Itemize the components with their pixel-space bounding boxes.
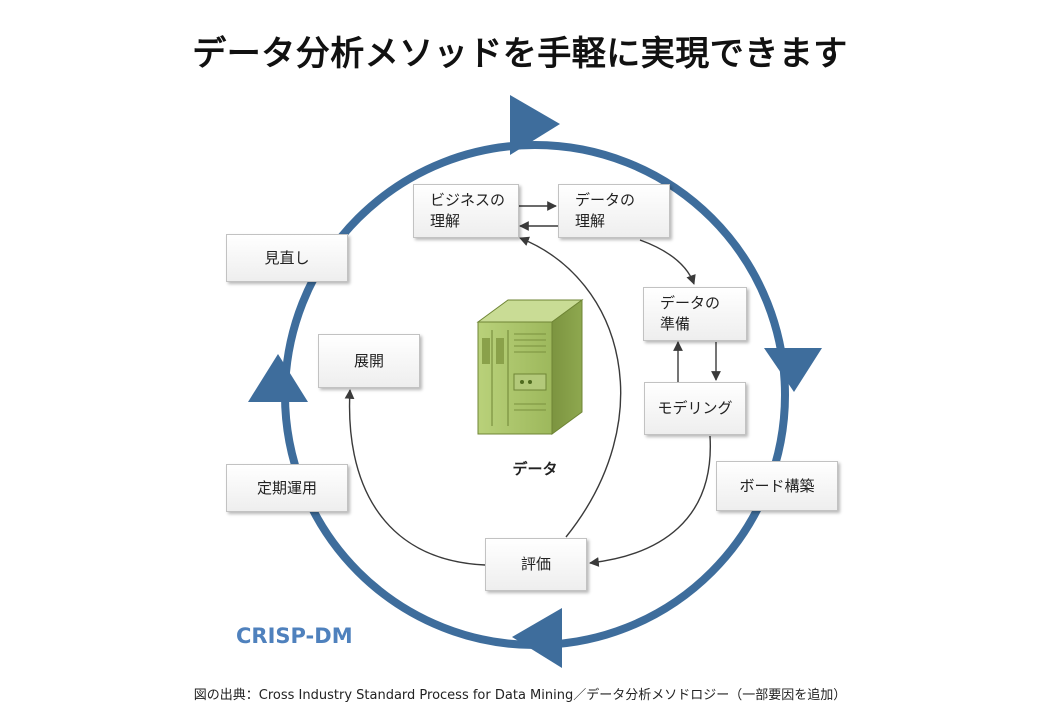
- arrow-modeling-to-evaluation: [589, 435, 711, 567]
- cycle-arrow-top: [510, 95, 560, 155]
- cycle-arrow-bottom: [512, 608, 562, 668]
- arrow-evaluation-to-business: [519, 236, 622, 538]
- phase-deployment-label: 展開: [353, 351, 384, 370]
- phase-business-understanding: ビジネスの 理解: [413, 184, 519, 238]
- phase-deployment: 展開: [318, 334, 420, 388]
- phase-evaluation: 評価: [485, 538, 587, 591]
- phase-evaluation-label: 評価: [520, 555, 551, 573]
- outer-step-regular-operation: 定期運用: [226, 464, 348, 512]
- outer-step-board-building: ボード構築: [716, 461, 838, 511]
- server-label: データ: [512, 460, 558, 478]
- cycle-arrow-left: [248, 354, 308, 402]
- phase-data-understanding-label: データの 理解: [575, 191, 636, 230]
- server-icon: [476, 299, 584, 435]
- arrow-data-to-preparation: [639, 239, 696, 285]
- outer-step-review: 見直し: [226, 234, 348, 282]
- phase-business-understanding-label: ビジネスの 理解: [430, 191, 506, 230]
- source-caption: 図の出典：Cross Industry Standard Process for…: [193, 688, 847, 703]
- arrow-evaluation-to-deployment: [344, 389, 486, 566]
- cycle-arrow-right: [764, 348, 822, 392]
- outer-step-regular-operation-label: 定期運用: [256, 478, 317, 497]
- crisp-dm-label: CRISP-DM: [236, 624, 353, 648]
- phase-data-preparation-label: データの 準備: [660, 294, 721, 333]
- outer-step-review-label: 見直し: [264, 248, 310, 267]
- phase-data-preparation: データの 準備: [643, 287, 747, 341]
- phase-modeling-label: モデリング: [657, 399, 733, 417]
- outer-step-board-building-label: ボード構築: [739, 476, 815, 495]
- phase-modeling: モデリング: [644, 382, 746, 435]
- phase-data-understanding: データの 理解: [558, 184, 670, 238]
- page-title: データ分析メソッドを手軽に実現できます: [192, 34, 848, 74]
